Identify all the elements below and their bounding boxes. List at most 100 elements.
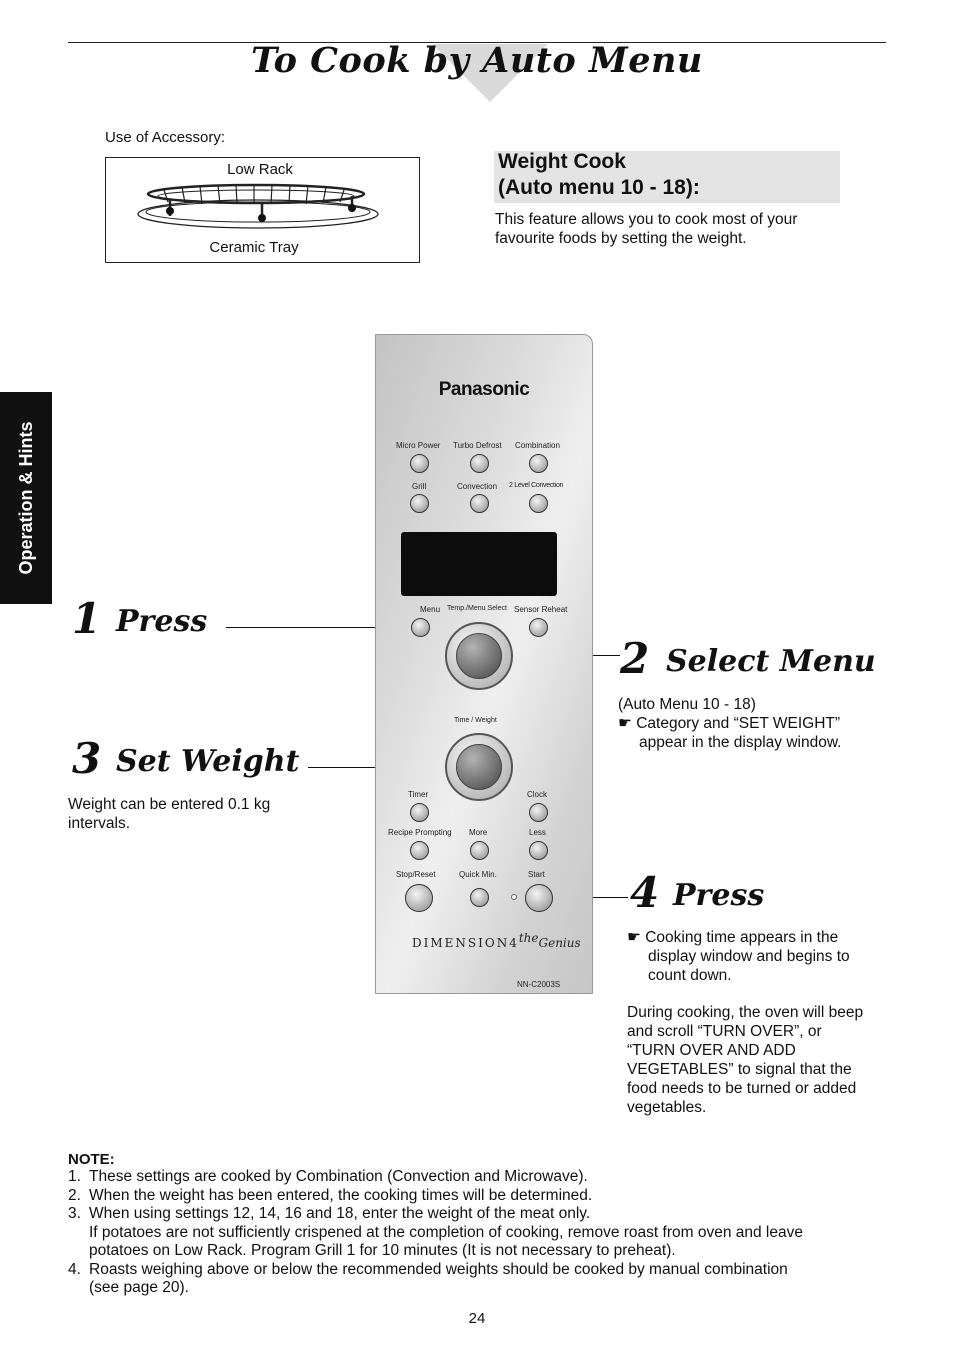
accessory-label: Use of Accessory: [105,129,226,146]
time-weight-dial-knob [456,744,502,790]
step-1-number: 1 [72,594,102,643]
note-2-number: 2. [68,1187,81,1204]
quick-min-label: Quick Min. [459,870,497,879]
micro-power-button[interactable] [410,454,429,473]
title-chevron-decoration [432,44,548,102]
note-4-text: Roasts weighing above or below the recom… [89,1261,788,1278]
step-4-text-line3: count down. [648,967,732,984]
display-window [401,532,557,596]
combination-label: Combination [515,441,560,450]
temp-menu-select-dial-knob [456,633,502,679]
step-3-text: Weight can be entered 0.1 kg intervals. [68,795,328,833]
step-4-text-line1: ☛ Cooking time appears in the [627,929,839,946]
low-rack-label: Low Rack [227,161,293,178]
more-button[interactable] [470,841,489,860]
step-2-text-line1: (Auto Menu 10 - 18) [618,696,756,713]
recipe-prompting-label: Recipe Prompting [388,828,452,837]
weight-cook-title-line2: (Auto menu 10 - 18): [498,176,700,199]
temp-menu-select-dial[interactable] [445,622,513,690]
menu-button[interactable] [411,618,430,637]
combination-button[interactable] [529,454,548,473]
step-2-text-line2: ☛ Category and “SET WEIGHT” [618,715,841,732]
weight-cook-desc-line2: favourite foods by setting the weight. [495,229,747,247]
convection-label: Convection [457,482,498,491]
clock-label: Clock [527,790,548,799]
start-label: Start [528,870,545,879]
step-4-text-line2: display window and begins to [648,948,850,965]
step-4-para-line6: vegetables. [627,1099,707,1116]
step-4-text: ☛ Cooking time appears in the display wi… [627,928,917,1117]
weight-cook-header: Weight Cook (Auto menu 10 - 18): [494,149,840,203]
note-1-text: These settings are cooked by Combination… [89,1168,588,1185]
timer-button[interactable] [410,803,429,822]
convection-button[interactable] [470,494,489,513]
page-title: To Cook by Auto Menu [251,40,703,81]
step-2-label: Select Menu [666,644,876,679]
step-4-para-line3: “TURN OVER AND ADD [627,1042,796,1059]
two-level-convection-button[interactable] [529,494,548,513]
stop-reset-button[interactable] [405,884,433,912]
weight-cook-title-line1: Weight Cook [498,150,626,173]
temp-menu-select-label: Temp./Menu Select [447,605,507,612]
step-4-number: 4 [630,868,660,917]
brand-logo: Panasonic [438,379,530,400]
note-1-number: 1. [68,1168,81,1185]
clock-button[interactable] [529,803,548,822]
micro-power-label: Micro Power [396,441,441,450]
step-2-text-line3: appear in the display window. [639,734,842,751]
dimension4-logo-the: the [518,931,539,945]
step-4-para-line4: VEGETABLES” to signal that the [627,1061,852,1078]
note-3-number: 3. [68,1205,81,1222]
step-4-para-line2: and scroll “TURN OVER”, or [627,1023,822,1040]
weight-cook-desc-line1: This feature allows you to cook most of … [495,211,798,228]
step-1-leader-line [226,627,420,628]
weight-cook-title: Weight Cook (Auto menu 10 - 18): [498,149,700,201]
quick-min-button[interactable] [470,888,489,907]
start-indicator-light [511,894,517,900]
grill-button[interactable] [410,494,429,513]
start-button[interactable] [525,884,553,912]
step-3-text-line1: Weight can be entered 0.1 kg [68,796,271,813]
turbo-defrost-button[interactable] [470,454,489,473]
time-weight-label: Time / Weight [454,717,497,724]
stop-reset-label: Stop/Reset [396,870,436,879]
note-4-number: 4. [68,1261,81,1278]
dimension4-logo-text: DIMENSION4 [412,936,519,950]
page-number: 24 [468,1310,486,1327]
two-level-convection-label: 2 Level Convection [509,482,564,489]
rack-and-tray-icon [137,183,379,229]
side-section-tab-label: Operation & Hints [16,421,36,575]
turbo-defrost-label: Turbo Defrost [453,441,502,450]
note-3-text-line2: If potatoes are not sufficiently crispen… [89,1224,803,1241]
model-number: NN-C2003S [517,980,561,989]
weight-cook-description: This feature allows you to cook most of … [495,211,845,248]
less-label: Less [529,828,546,837]
menu-label: Menu [420,605,441,614]
sensor-reheat-label: Sensor Reheat [514,605,568,614]
less-button[interactable] [529,841,548,860]
note-3-text: When using settings 12, 14, 16 and 18, e… [89,1205,591,1222]
dimension4-logo-genius: Genius [538,936,581,950]
note-3-text-line3: potatoes on Low Rack. Program Grill 1 fo… [89,1242,676,1259]
step-2-text: (Auto Menu 10 - 18) ☛ Category and “SET … [618,695,918,752]
step-3-text-line2: intervals. [68,815,131,832]
time-weight-dial[interactable] [445,733,513,801]
top-rule [68,42,886,43]
step-3-number: 3 [72,734,102,783]
sensor-reheat-button[interactable] [529,618,548,637]
microwave-control-panel: Panasonic Micro Power Turbo Defrost Comb… [375,334,593,994]
step-1-label: Press [116,604,208,639]
ceramic-tray-label: Ceramic Tray [209,239,299,256]
dimension4-logo: DIMENSION4theGenius [412,931,581,950]
note-heading: NOTE: [68,1151,115,1168]
step-2-number: 2 [620,634,650,683]
step-3-label: Set Weight [116,744,300,779]
note-2-text: When the weight has been entered, the co… [89,1187,593,1204]
side-section-tab: Operation & Hints [0,392,52,604]
step-4-para-line5: food needs to be turned or added [627,1080,857,1097]
timer-label: Timer [408,790,429,799]
note-4-text-line2: (see page 20). [89,1279,189,1296]
recipe-prompting-button[interactable] [410,841,429,860]
grill-label: Grill [412,482,427,491]
step-4-label: Press [673,878,765,913]
